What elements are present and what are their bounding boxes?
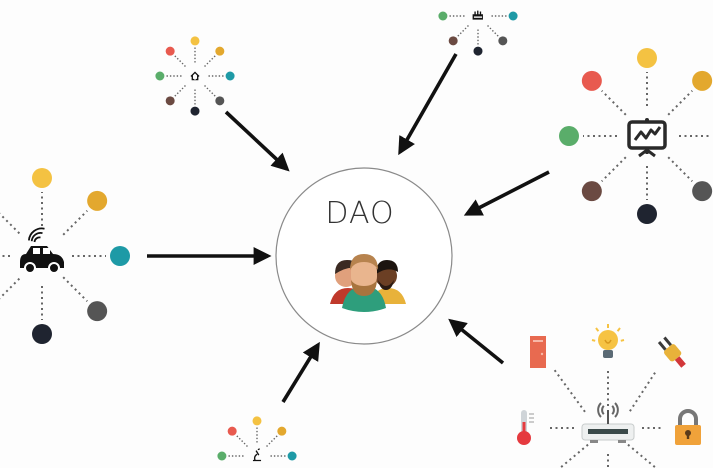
dotted-spoke xyxy=(266,435,278,447)
dotted-spoke xyxy=(558,443,589,468)
green-dot xyxy=(559,126,579,146)
dotted-spoke xyxy=(487,25,499,37)
yellow-dot xyxy=(252,416,262,426)
dotted-spoke xyxy=(627,443,658,468)
plug-icon xyxy=(657,336,686,368)
green-dot xyxy=(217,451,227,461)
dotted-spoke xyxy=(62,210,88,236)
factory-icon xyxy=(472,10,483,20)
dotted-spoke xyxy=(553,369,586,413)
navy-dot xyxy=(190,106,200,116)
gold-dot xyxy=(87,190,108,211)
spokes-layer xyxy=(0,11,713,468)
dotted-spoke xyxy=(629,369,658,412)
arrow-from-analytics xyxy=(463,170,550,216)
teal-dot xyxy=(225,71,235,81)
people-group-icon xyxy=(330,254,406,312)
door-icon xyxy=(530,336,546,368)
teal-dot xyxy=(287,451,297,461)
gray-dot xyxy=(498,36,508,46)
node-factory xyxy=(472,10,483,20)
presentation-chart-icon xyxy=(627,118,667,158)
dotted-spoke xyxy=(601,156,627,182)
arrow-from-smart-home xyxy=(448,318,505,365)
arrow-from-factory xyxy=(398,53,458,156)
dotted-spoke xyxy=(204,55,216,67)
yellow-dot xyxy=(637,48,657,68)
red-dot xyxy=(227,426,237,436)
node-smart-home xyxy=(517,324,701,445)
teal-dot xyxy=(110,246,130,266)
teal-dot xyxy=(508,11,518,21)
microscope-icon xyxy=(252,448,262,462)
dotted-spoke xyxy=(236,435,248,447)
lightbulb-icon xyxy=(591,324,625,358)
gray-dot xyxy=(692,181,713,202)
dao-hub xyxy=(275,167,453,345)
dotted-spoke xyxy=(601,90,627,116)
arrow-from-home xyxy=(224,110,290,172)
brown-dot xyxy=(165,96,175,106)
house-icon xyxy=(190,71,200,81)
arrows-layer xyxy=(147,53,550,403)
yellow-dot xyxy=(32,168,52,188)
yellow-dot xyxy=(190,36,200,46)
node-home xyxy=(190,71,200,81)
dotted-spoke xyxy=(0,277,21,300)
dotted-spoke xyxy=(0,212,21,235)
icons-layer xyxy=(20,10,701,462)
dotted-spoke xyxy=(174,55,186,67)
navy-dot xyxy=(473,46,483,56)
dotted-spoke xyxy=(174,85,186,97)
brown-dot xyxy=(448,36,458,46)
lock-icon xyxy=(675,409,701,445)
navy-dot xyxy=(32,324,52,344)
navy-dot xyxy=(637,204,657,224)
node-lab xyxy=(252,448,262,462)
gold-dot xyxy=(215,46,225,56)
green-dot xyxy=(438,11,448,21)
red-dot xyxy=(165,46,175,56)
dotted-spoke xyxy=(667,156,693,182)
dotted-spoke xyxy=(204,85,216,97)
gold-dot xyxy=(692,70,713,91)
gold-dot xyxy=(277,426,287,436)
dao-label: DAO xyxy=(325,196,395,231)
node-analytics xyxy=(627,118,667,158)
wifi-router-icon xyxy=(581,402,635,443)
dotted-spoke xyxy=(62,276,88,302)
node-vehicle xyxy=(20,227,64,274)
arrow-from-lab xyxy=(281,341,320,403)
dotted-spoke xyxy=(667,90,693,116)
brown-dot xyxy=(581,181,602,202)
green-dot xyxy=(155,71,165,81)
red-dot xyxy=(581,70,602,91)
gray-dot xyxy=(215,96,225,106)
connected-car-icon xyxy=(20,227,64,274)
gray-dot xyxy=(87,301,108,322)
dotted-spoke xyxy=(457,25,469,37)
thermometer-icon xyxy=(517,410,534,445)
